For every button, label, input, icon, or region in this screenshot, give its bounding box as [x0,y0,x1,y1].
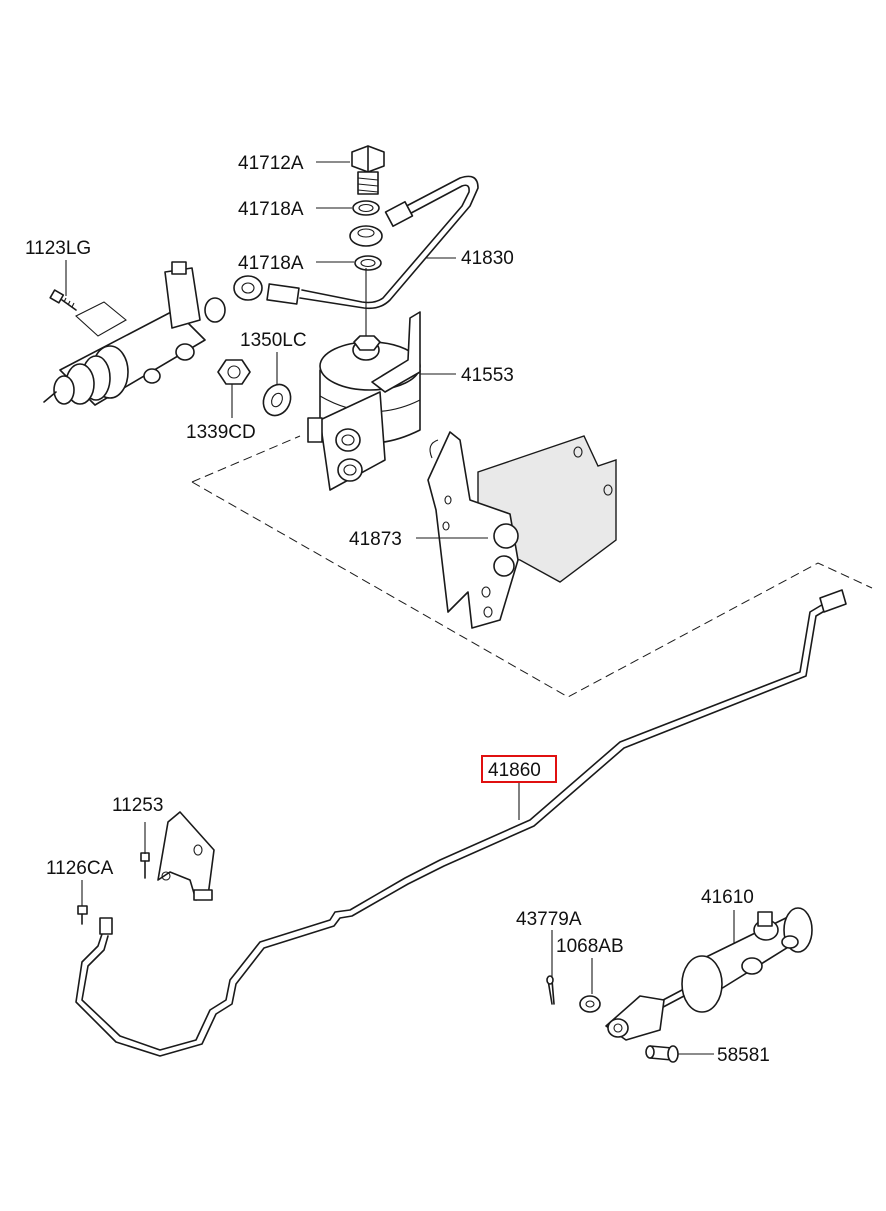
highlight-box-41860 [481,755,557,783]
master-cylinder-41610[interactable] [605,907,813,1041]
washer-41718A-lower[interactable] [354,255,382,271]
bolt-41712A[interactable] [351,145,385,195]
leader-lines [65,161,735,1055]
bolt-1126CA[interactable] [77,905,88,925]
release-cylinder[interactable] [43,261,226,406]
label-1123LG[interactable]: 1123LG [25,238,91,259]
label-41712A[interactable]: 41712A [238,153,304,174]
washer-1068AB[interactable] [579,995,601,1013]
label-58581[interactable]: 58581 [717,1045,770,1066]
pin-58581[interactable] [645,1045,679,1063]
bracket-41873[interactable] [427,431,617,629]
label-41860[interactable]: 41860 [488,760,541,781]
pipe-41830[interactable] [233,175,479,342]
label-43779A[interactable]: 43779A [516,909,582,930]
bracket-11253[interactable] [157,811,215,901]
union-bolt-spacer[interactable] [349,225,383,247]
split-pin-43779A[interactable] [546,975,555,1005]
label-1068AB[interactable]: 1068AB [556,936,624,957]
label-11253[interactable]: 11253 [112,795,163,816]
label-41718A-lower[interactable]: 41718A [238,253,304,274]
label-41718A-upper[interactable]: 41718A [238,199,304,220]
washer-1350LC[interactable] [258,380,295,420]
assembly-outline [191,435,873,698]
label-1339CD[interactable]: 1339CD [186,422,256,443]
nut-1339CD[interactable] [217,359,251,385]
tube-41860[interactable] [75,589,847,1057]
bolt-1123LG[interactable] [49,289,77,311]
label-1126CA[interactable]: 1126CA [46,858,114,879]
damper-41553[interactable] [307,311,421,491]
label-41553[interactable]: 41553 [461,365,514,386]
label-41873[interactable]: 41873 [349,529,402,550]
label-1350LC[interactable]: 1350LC [240,330,307,351]
label-41610[interactable]: 41610 [701,887,754,908]
washer-41718A-upper[interactable] [352,200,380,216]
bolt-11253-screw[interactable] [140,852,150,879]
label-41830[interactable]: 41830 [461,248,514,269]
